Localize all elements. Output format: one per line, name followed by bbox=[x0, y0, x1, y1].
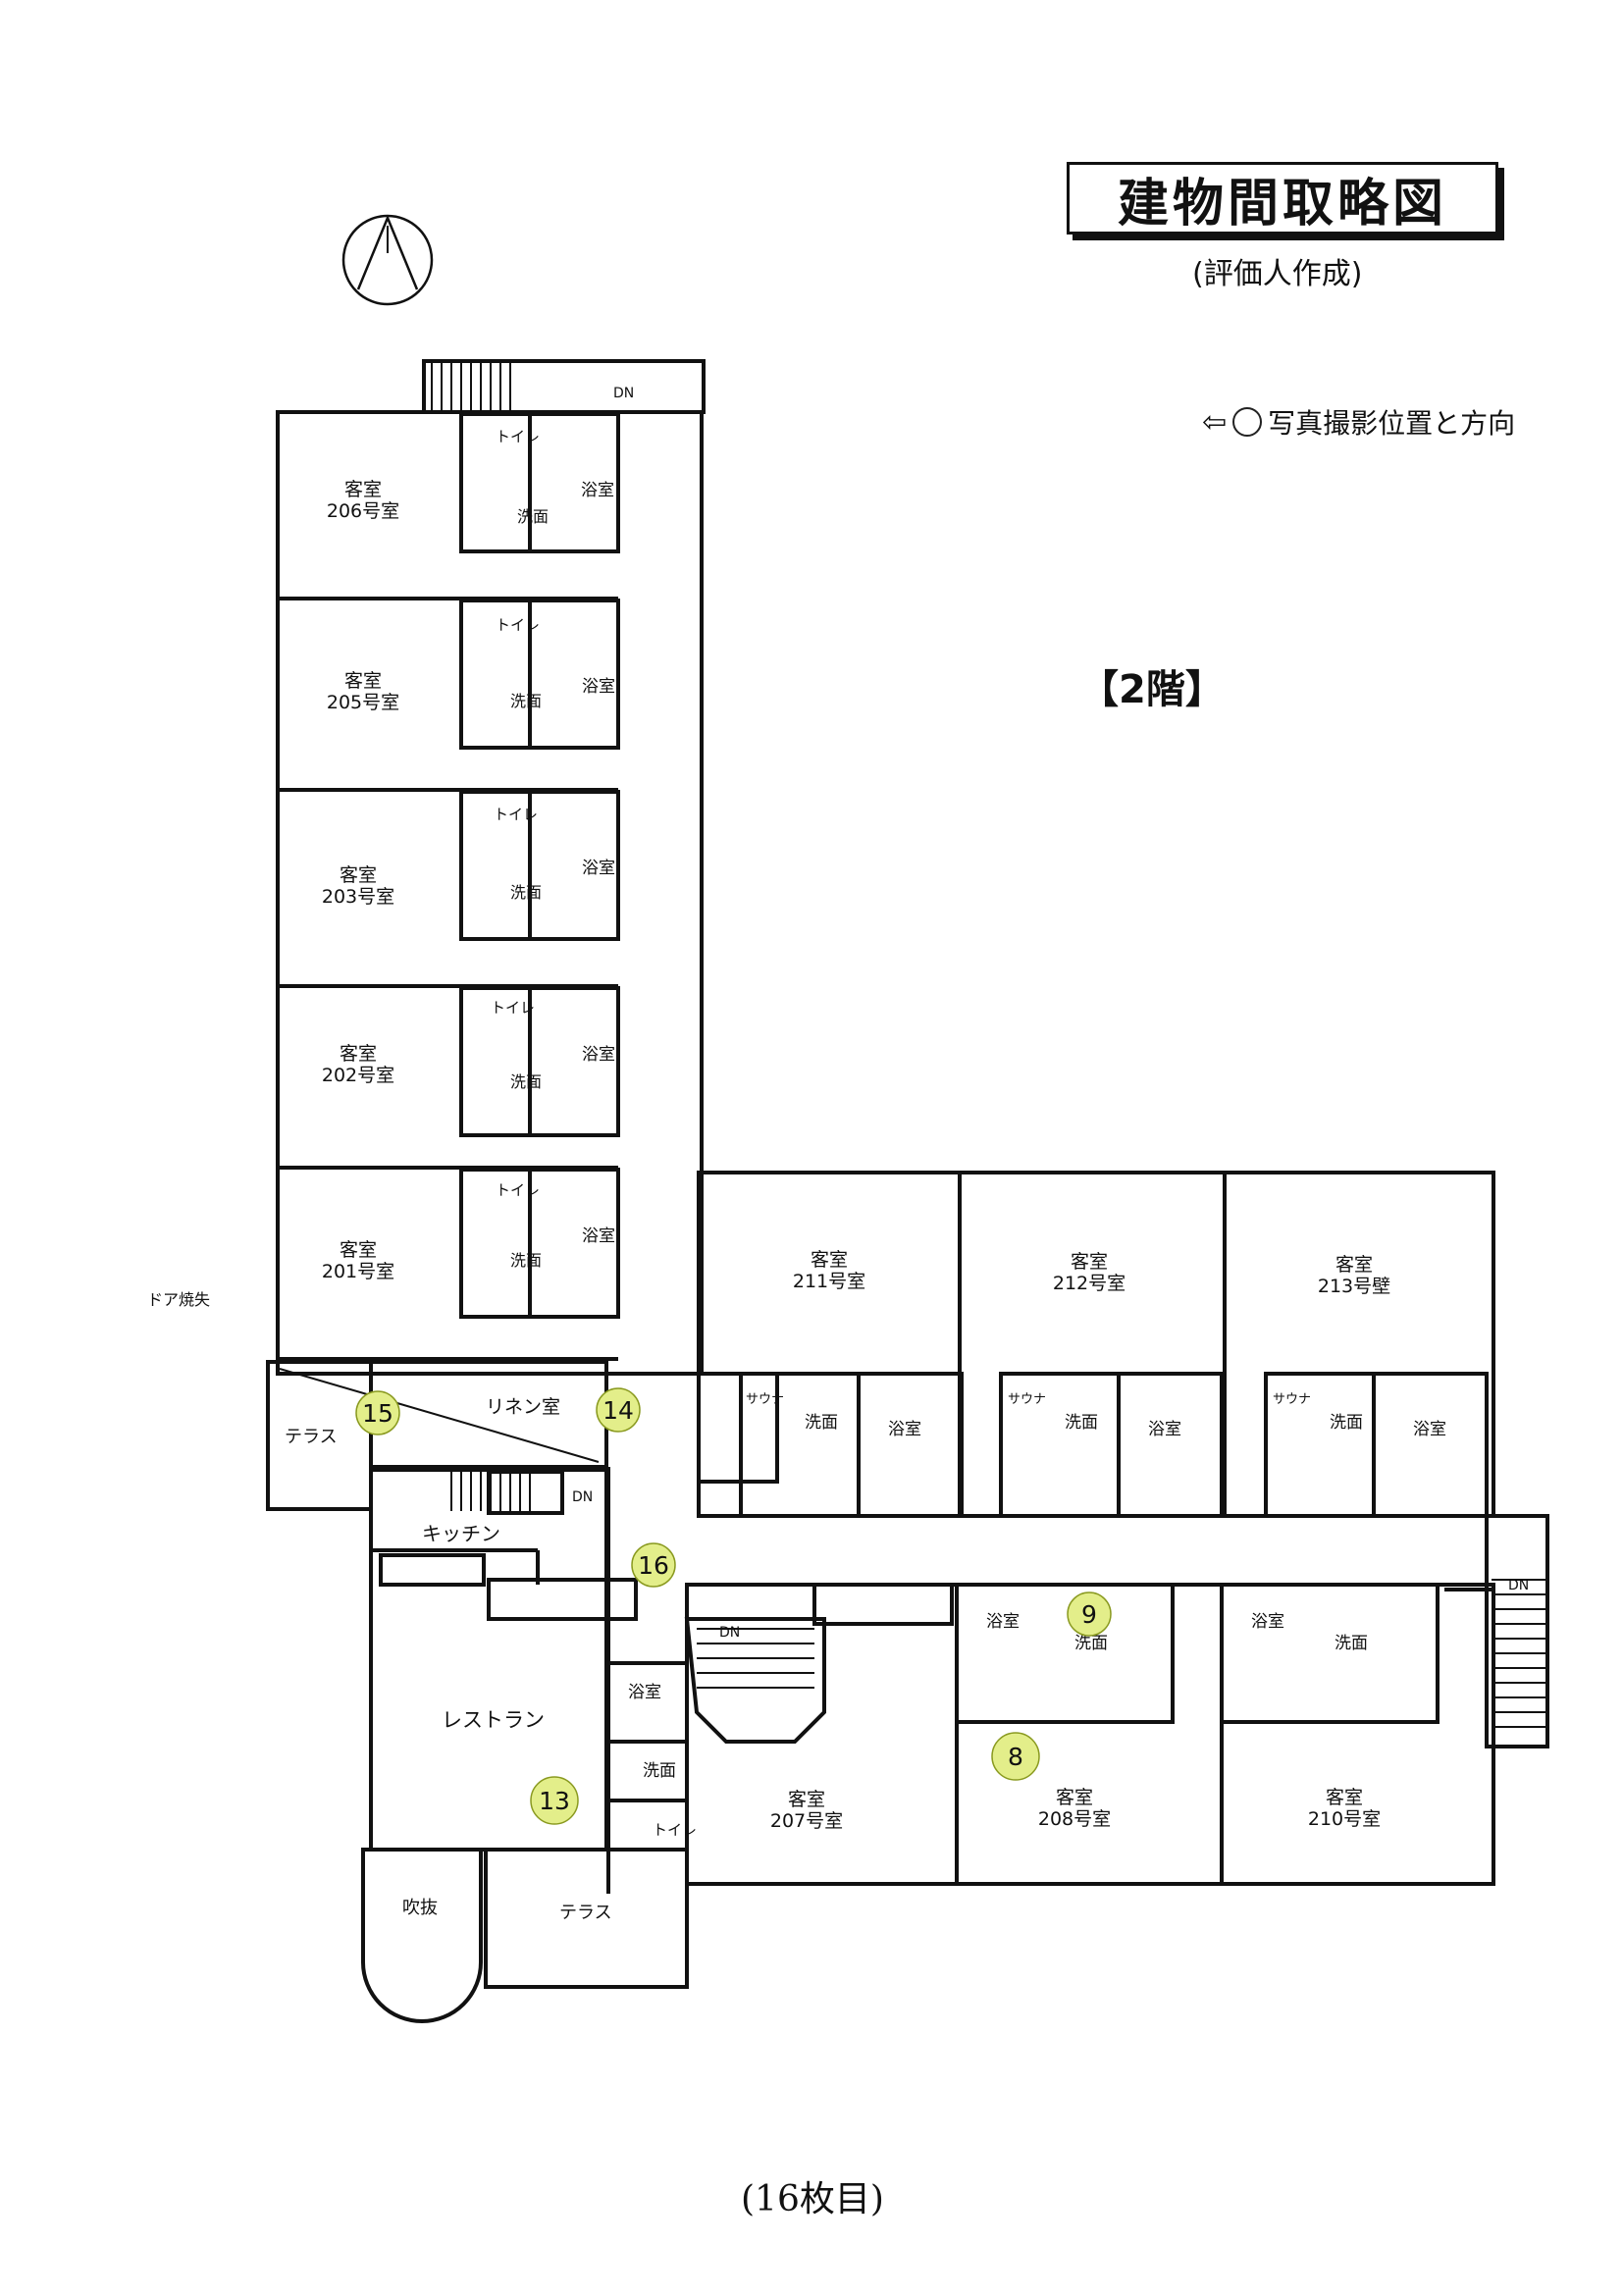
wash-label: 洗面 bbox=[1335, 1634, 1368, 1653]
wash-label: 洗面 bbox=[1074, 1634, 1108, 1653]
wash-label: 洗面 bbox=[510, 883, 542, 902]
room-205-label: 客室 bbox=[344, 670, 382, 692]
room-211-number: 211号室 bbox=[793, 1271, 865, 1292]
bath-label: 浴室 bbox=[582, 859, 615, 878]
bath-label: 浴室 bbox=[1413, 1420, 1446, 1439]
toilet-label: トイレ bbox=[494, 806, 538, 823]
wash-label: 洗面 bbox=[643, 1761, 676, 1781]
room-213-label: 客室 bbox=[1335, 1254, 1373, 1276]
legend-label: 写真撮影位置と方向 bbox=[1268, 407, 1516, 440]
room-207-number: 207号室 bbox=[770, 1810, 843, 1832]
toilet-label: トイレ bbox=[653, 1821, 697, 1839]
wash-label: 洗面 bbox=[1065, 1413, 1098, 1433]
room-201-label: 客室 bbox=[340, 1239, 377, 1261]
toilet-label: トイレ bbox=[496, 428, 540, 445]
restaurant-label: レストラン bbox=[442, 1708, 545, 1732]
photo-marker: 9 bbox=[1081, 1600, 1097, 1629]
wash-label: 洗面 bbox=[1330, 1413, 1363, 1433]
room-206-number: 206号室 bbox=[327, 500, 399, 522]
wash-label: 洗面 bbox=[510, 1251, 542, 1270]
room-208-label: 客室 bbox=[1056, 1787, 1093, 1808]
dn-label: DN bbox=[719, 1625, 740, 1641]
room-206-label: 客室 bbox=[344, 479, 382, 500]
bath-label: 浴室 bbox=[888, 1420, 921, 1439]
room-212-label: 客室 bbox=[1071, 1251, 1108, 1273]
bath-label: 浴室 bbox=[582, 1045, 615, 1065]
page-subtitle: (評価人作成) bbox=[1192, 257, 1363, 291]
sauna-label: サウナ bbox=[1008, 1392, 1046, 1407]
linen-room-label: リネン室 bbox=[486, 1396, 560, 1418]
bath-label: 浴室 bbox=[986, 1612, 1020, 1632]
arrow-left-icon: ⇦ bbox=[1202, 404, 1228, 440]
room-208-number: 208号室 bbox=[1038, 1808, 1111, 1830]
bath-label: 浴室 bbox=[581, 481, 614, 500]
room-210-number: 210号室 bbox=[1308, 1808, 1381, 1830]
dn-label: DN bbox=[613, 386, 634, 401]
wash-label: 洗面 bbox=[510, 692, 542, 710]
terrace-label: テラス bbox=[559, 1903, 612, 1923]
sauna-label: サウナ bbox=[1273, 1392, 1311, 1407]
floor-label: 【2階】 bbox=[1079, 667, 1225, 712]
page-number: (16枚目) bbox=[741, 2179, 884, 2219]
door-missing-label: ドア焼失 bbox=[147, 1290, 210, 1309]
toilet-label: トイレ bbox=[491, 999, 535, 1017]
fukinuke-label: 吹抜 bbox=[402, 1898, 438, 1918]
circle-icon bbox=[1232, 407, 1263, 437]
room-213-number: 213号壁 bbox=[1318, 1276, 1390, 1297]
room-202-number: 202号室 bbox=[322, 1065, 394, 1086]
wash-label: 洗面 bbox=[517, 507, 549, 526]
room-207-label: 客室 bbox=[788, 1789, 825, 1810]
photo-marker: 16 bbox=[638, 1551, 669, 1580]
photo-marker: 15 bbox=[362, 1399, 393, 1428]
wash-label: 洗面 bbox=[805, 1413, 838, 1433]
room-210-label: 客室 bbox=[1326, 1787, 1363, 1808]
room-201-number: 201号室 bbox=[322, 1261, 394, 1282]
dn-label: DN bbox=[1508, 1578, 1529, 1593]
wash-label: 洗面 bbox=[510, 1072, 542, 1091]
room-212-number: 212号室 bbox=[1053, 1273, 1126, 1294]
room-203-number: 203号室 bbox=[322, 886, 394, 908]
room-203-label: 客室 bbox=[340, 864, 377, 886]
page-title: 建物間取略図 bbox=[1067, 162, 1498, 235]
room-205-number: 205号室 bbox=[327, 692, 399, 713]
photo-marker: 14 bbox=[602, 1396, 634, 1425]
bath-label: 浴室 bbox=[1251, 1612, 1284, 1632]
kitchen-label: キッチン bbox=[422, 1522, 500, 1545]
terrace-label: テラス bbox=[285, 1427, 338, 1447]
bath-label: 浴室 bbox=[582, 677, 615, 697]
bath-label: 浴室 bbox=[628, 1683, 661, 1702]
legend: ⇦ 写真撮影位置と方向 bbox=[1202, 402, 1515, 442]
sauna-label: サウナ bbox=[746, 1392, 784, 1407]
stairs-top bbox=[422, 359, 706, 414]
room-202-label: 客室 bbox=[340, 1043, 377, 1065]
photo-marker: 8 bbox=[1008, 1743, 1023, 1771]
dn-label: DN bbox=[572, 1489, 593, 1505]
bath-label: 浴室 bbox=[582, 1226, 615, 1246]
toilet-label: トイレ bbox=[496, 1181, 540, 1199]
photo-marker: 13 bbox=[539, 1787, 570, 1815]
bath-label: 浴室 bbox=[1148, 1420, 1181, 1439]
toilet-label: トイレ bbox=[496, 616, 540, 634]
room-211-label: 客室 bbox=[811, 1249, 848, 1271]
